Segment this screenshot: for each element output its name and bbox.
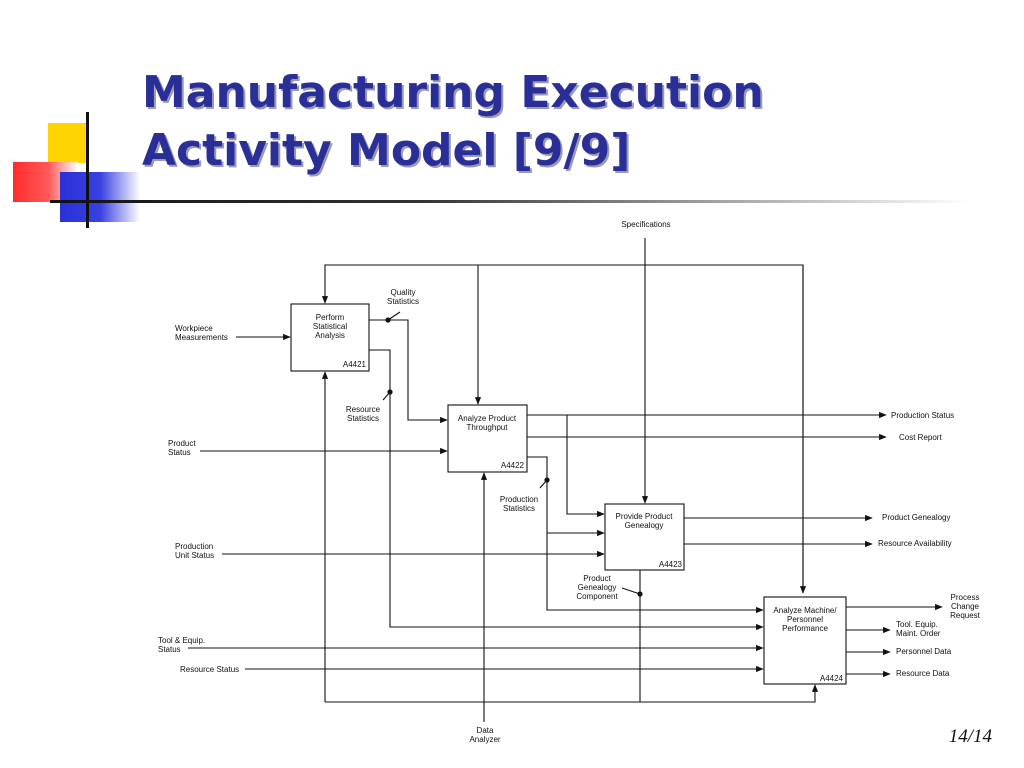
box-a4424-code: A4424 [820,674,844,683]
box-a4421 [290,303,370,372]
quality-statistics-arrow [369,319,448,424]
slide-title-line-1: Manufacturing Execution [142,67,764,118]
box-a4423-code: A4423 [659,560,683,569]
label-personnel-data: Personnel Data [896,647,952,656]
box-a4423 [604,503,685,571]
box-a4421-code: A4421 [343,360,367,369]
label-production-status: Production Status [891,411,954,420]
slide-title: Manufacturing Execution Activity Model [… [142,64,764,180]
decor-vertical-line [86,112,89,228]
page-number: 14/14 [948,726,992,747]
label-resource-status: Resource Status [180,665,239,674]
decor-blue-bar [60,172,140,222]
label-resource-availability: Resource Availability [878,539,952,548]
title-underline [50,200,970,203]
label-cost-report: Cost Report [899,433,942,442]
junction-dot [544,477,550,483]
box-a4422-code: A4422 [501,461,525,470]
throughput-to-a4423-arrow [566,415,605,518]
decor-yellow-square [48,123,88,163]
label-tool-equip-maint-order: Tool. Equip.Maint. Order [896,620,941,638]
label-resource-data: Resource Data [896,669,950,678]
resource-statistics-arrow [369,349,764,631]
box-a4422 [447,404,528,473]
junction-dot [637,591,643,597]
bottom-loop-to-a4424-arrow [325,684,819,703]
label-specifications: Specifications [621,220,670,229]
junction-dot [385,317,391,323]
genealogy-component-leader [621,587,641,595]
label-tool-equip-status: Tool & Equip.Status [158,636,205,654]
box-a4424 [763,596,847,685]
label-product-genealogy: Product Genealogy [882,513,951,522]
junction-dot [387,389,393,395]
slide-title-line-2: Activity Model [9/9] [142,125,631,176]
